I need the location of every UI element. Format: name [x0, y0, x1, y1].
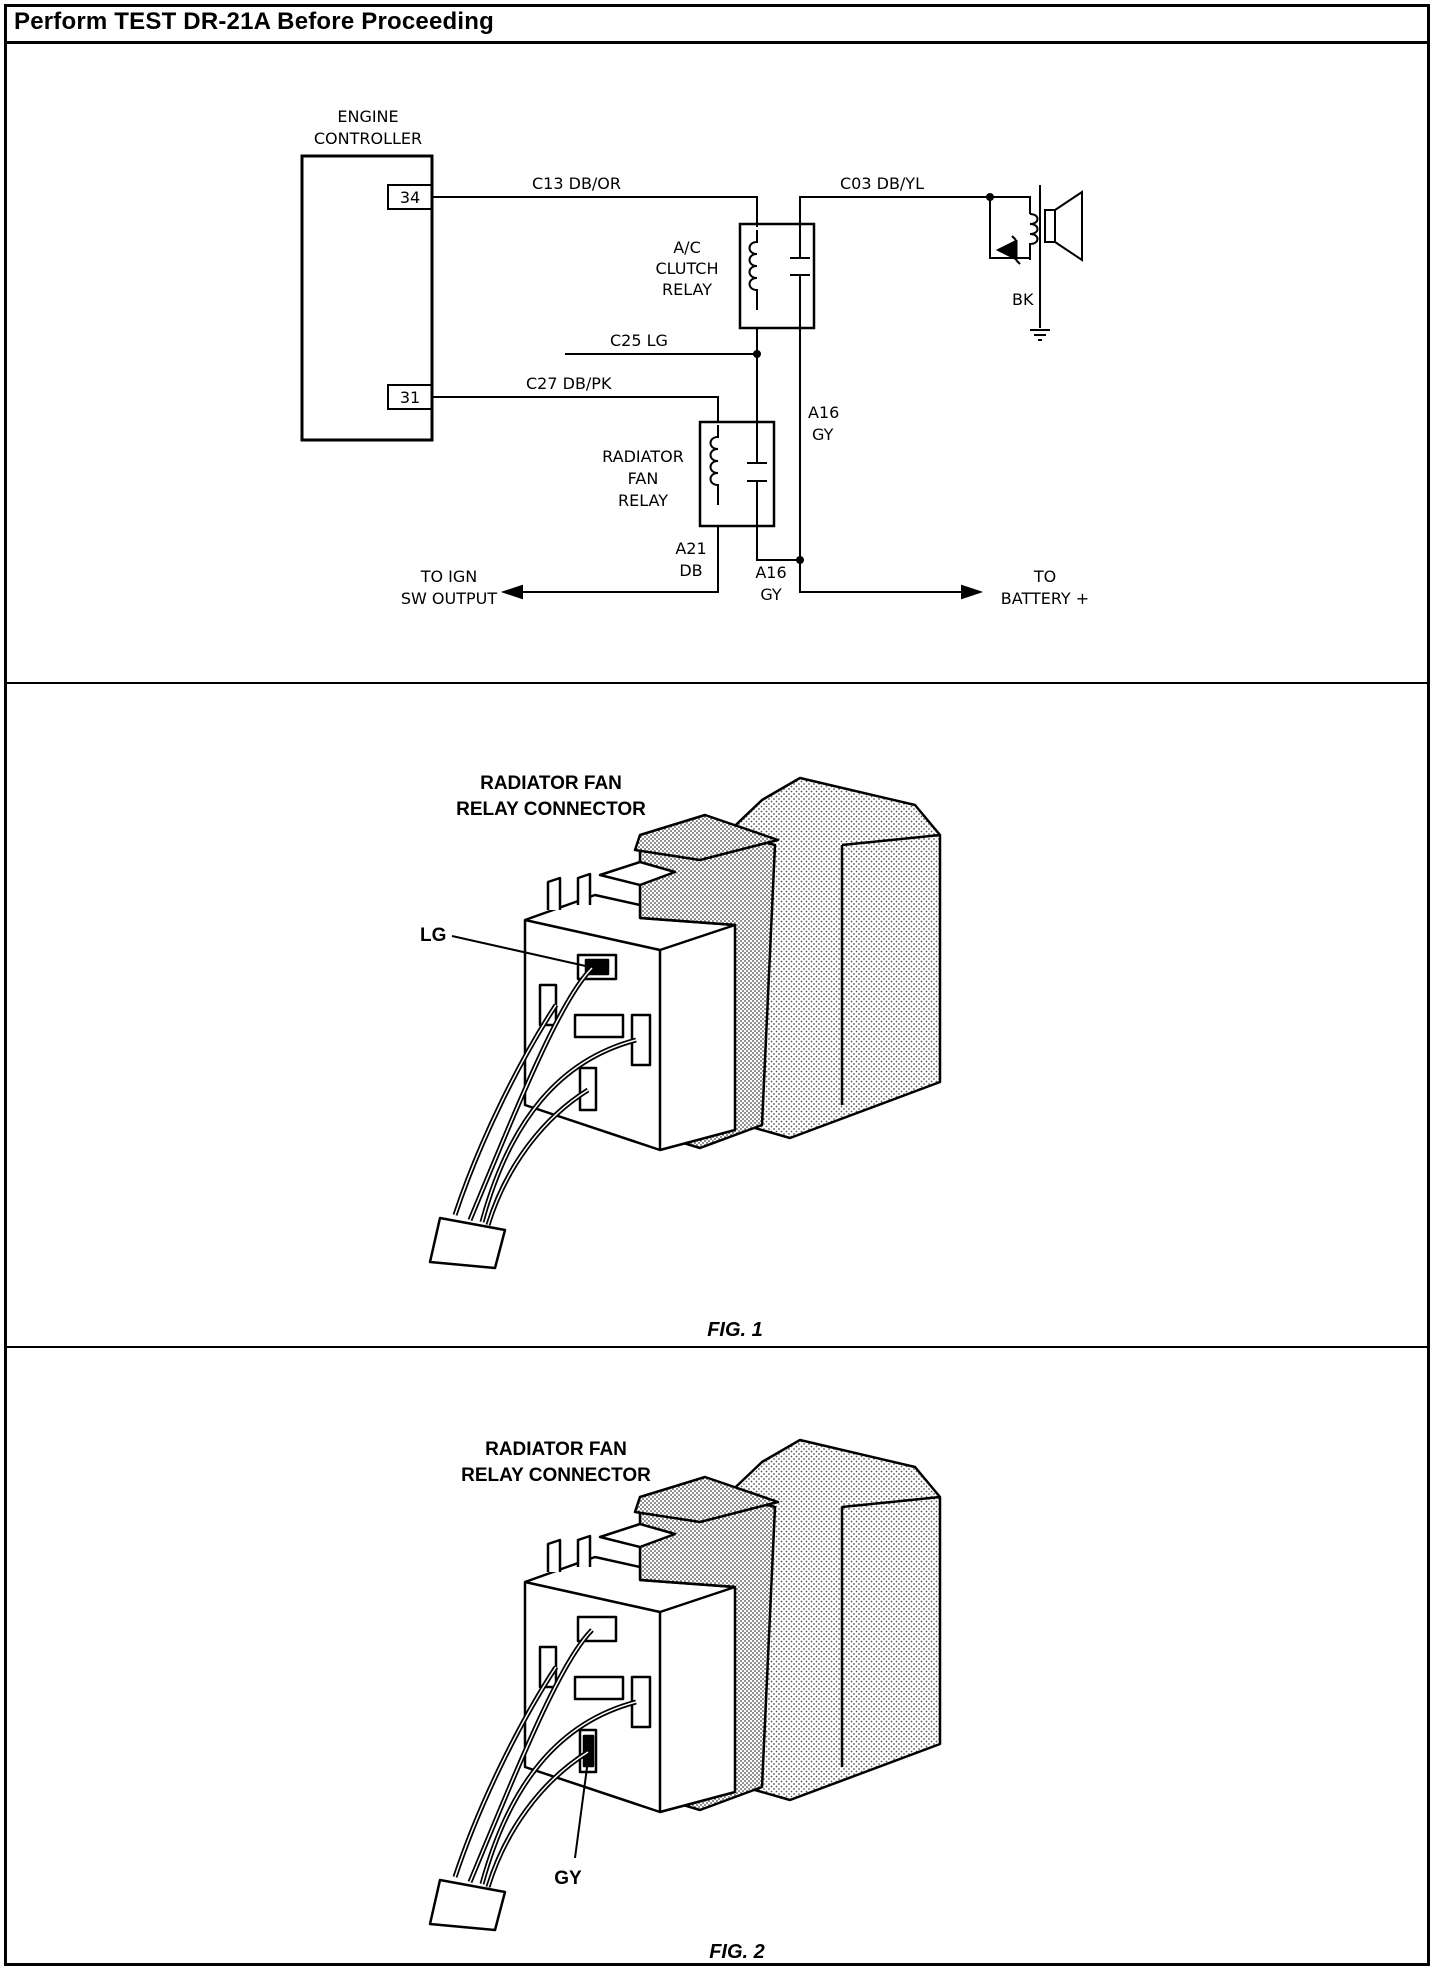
pin-31-label: 31 — [400, 388, 420, 407]
to-ign-label-1: TO IGN — [420, 567, 478, 586]
engine-controller-label-1: ENGINE — [337, 107, 398, 126]
a21-label-1: A21 — [675, 539, 706, 558]
fan-relay-label-3: RELAY — [618, 491, 668, 510]
fig2-gy-callout-line — [574, 1759, 589, 1859]
radiator-fan-relay-box — [698, 420, 776, 528]
section-divider-2 — [4, 1346, 1430, 1348]
diode-symbol — [995, 240, 1015, 260]
a16-lower-label-2: GY — [760, 585, 782, 604]
clutch-cone — [1054, 190, 1083, 262]
to-battery-label-1: TO — [1033, 567, 1056, 586]
fan-relay-label-1: RADIATOR — [602, 447, 684, 466]
header-bar: Perform TEST DR-21A Before Proceeding — [4, 4, 1430, 44]
wire-c27 — [432, 396, 719, 422]
a16-upper-label-2: GY — [812, 425, 834, 444]
a16-upper-label-1: A16 — [808, 403, 839, 422]
fig2-caption: FIG. 2 — [709, 1941, 765, 1963]
bk-label: BK — [1012, 290, 1034, 309]
engine-controller-label-2: CONTROLLER — [314, 129, 422, 148]
ac-relay-coil — [748, 230, 758, 310]
clutch-body — [1044, 209, 1056, 243]
fig1-title-2: RELAY CONNECTOR — [456, 799, 646, 820]
to-battery-label-2: BATTERY + — [1001, 589, 1089, 608]
fig1-lg-label: LG — [420, 925, 446, 946]
wire-c25-label: C25 LG — [610, 331, 668, 350]
fig2-wire-sleeve — [428, 1878, 507, 1932]
wire-c03 — [799, 196, 990, 224]
ac-relay-label-3: RELAY — [662, 280, 712, 299]
wire-c13-label: C13 DB/OR — [532, 174, 621, 193]
fig2-gy-label: GY — [554, 1868, 582, 1889]
arrow-to-battery — [961, 584, 984, 600]
wire-c03-label: C03 DB/YL — [840, 174, 924, 193]
wire-c27-label: C27 DB/PK — [526, 374, 612, 393]
fig1-wire-sleeve — [428, 1216, 507, 1270]
page-frame — [4, 4, 1430, 1966]
fan-relay-label-2: FAN — [628, 469, 659, 488]
fig1-title-1: RADIATOR FAN — [480, 773, 622, 794]
wiring-schematic — [300, 154, 1083, 600]
figure1-connector-drawing — [428, 776, 942, 1270]
page-title: Perform TEST DR-21A Before Proceeding — [14, 8, 494, 35]
wire-c13 — [432, 196, 758, 227]
fig1-lg-callout-line — [451, 935, 591, 968]
section-divider-1 — [4, 682, 1430, 684]
ac-relay-label-2: CLUTCH — [655, 259, 718, 278]
a21-label-2: DB — [679, 561, 702, 580]
fig1-caption: FIG. 1 — [707, 1319, 763, 1341]
pin-34-label: 34 — [400, 188, 420, 207]
engine-controller-box — [300, 154, 434, 442]
a16-lower-label-1: A16 — [755, 563, 786, 582]
wire-to-battery — [799, 560, 963, 593]
ac-clutch-relay-box — [738, 222, 816, 330]
figure2-connector-drawing — [428, 1438, 942, 1932]
fig2-title-1: RADIATOR FAN — [485, 1439, 627, 1460]
clutch-coil — [1029, 213, 1039, 250]
wire-a21 — [520, 526, 719, 593]
ac-relay-label-1: A/C — [673, 238, 701, 257]
arrow-to-ign — [500, 584, 523, 600]
fig2-title-2: RELAY CONNECTOR — [461, 1465, 651, 1486]
to-ign-label-2: SW OUTPUT — [401, 589, 498, 608]
fan-relay-coil — [709, 425, 719, 505]
